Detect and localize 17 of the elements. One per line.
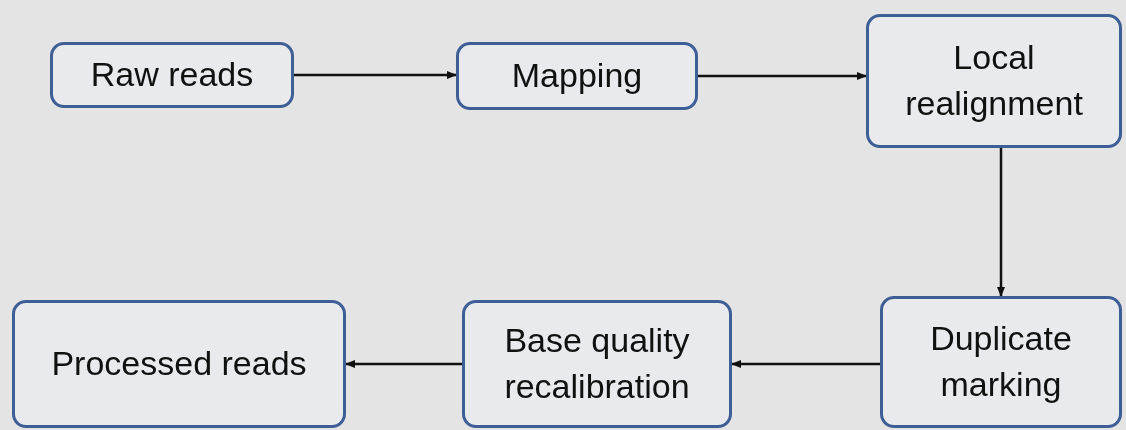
box-label: Mapping: [511, 55, 643, 97]
arrow: [997, 148, 1005, 297]
box-label: Processed reads: [51, 343, 307, 385]
process-box: [50, 42, 294, 108]
process-box: [866, 14, 1122, 148]
process-box: [456, 42, 698, 110]
arrow: [345, 360, 462, 368]
box-label: Base quality recalibration: [503, 320, 691, 407]
box-label: Raw reads: [90, 54, 254, 96]
box-label: Duplicate marking: [929, 318, 1073, 405]
arrow: [294, 71, 457, 79]
process-box: [880, 296, 1122, 428]
process-box: [12, 300, 346, 428]
process-box: [462, 300, 732, 428]
arrow: [731, 360, 880, 368]
arrow: [698, 72, 867, 80]
box-label: Local realignment: [904, 37, 1084, 124]
